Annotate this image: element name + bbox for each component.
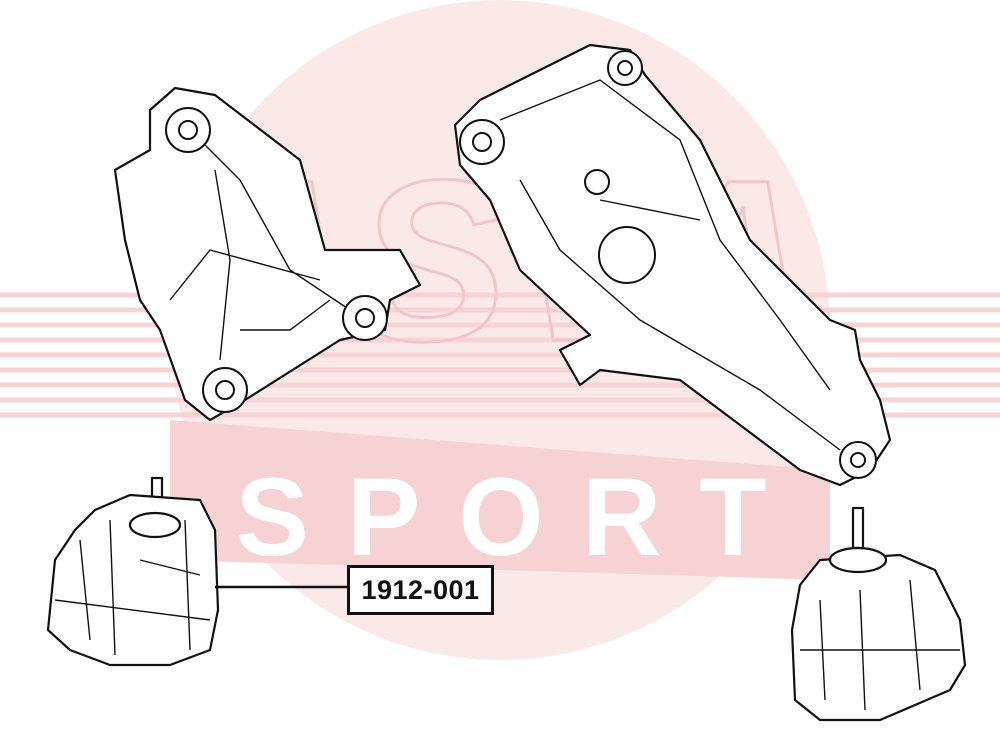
- right-engine-mount: [790, 506, 967, 722]
- right-engine-bracket: [453, 43, 892, 487]
- part-number-callout: 1912-001: [347, 565, 494, 615]
- part-number-text: 1912-001: [361, 574, 480, 605]
- watermark-band: [170, 420, 830, 580]
- left-engine-bracket: [113, 86, 422, 422]
- left-engine-mount: [46, 476, 220, 667]
- watermark-brand-bottom: SPORT: [236, 456, 805, 579]
